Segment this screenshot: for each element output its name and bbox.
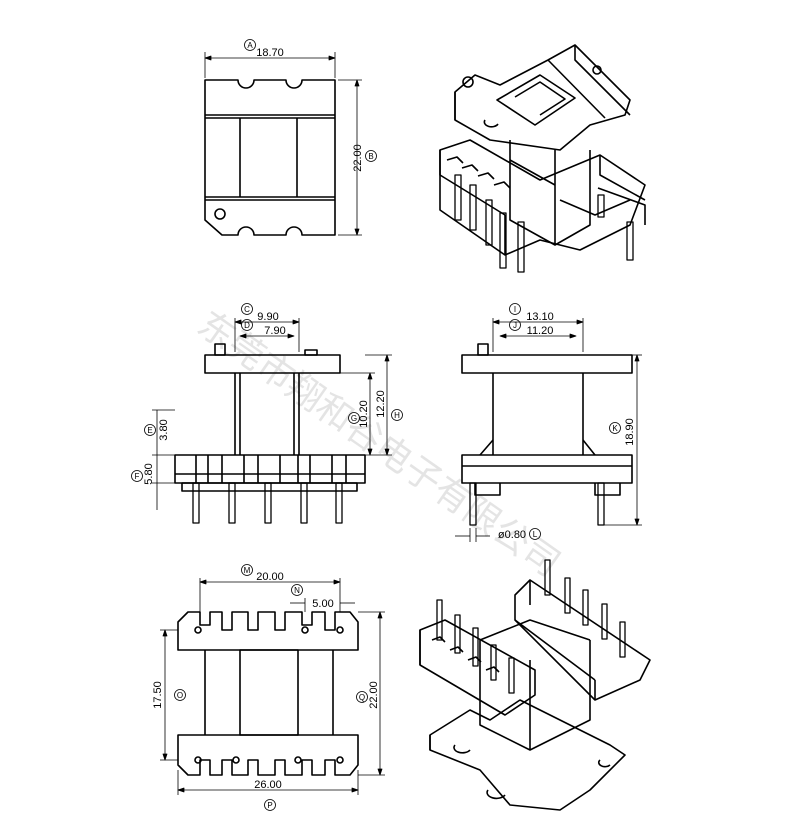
bubble-q: Q <box>359 693 365 702</box>
dim-side-inner: 11.20 <box>527 325 554 337</box>
watermark-text: 东莞市翔和谷电子有限公司 <box>190 304 567 585</box>
bubble-b: B <box>368 152 373 161</box>
dim-pin-span: 20.00 <box>256 571 284 583</box>
dim-flange-top: 3.80 <box>158 419 170 440</box>
bubble-g: G <box>351 414 357 423</box>
dim-outer-height: 12.20 <box>375 390 387 418</box>
bubble-p: P <box>267 801 272 810</box>
bottom-view: M 20.00 N 5.00 17.50 O 26.00 P Q 22.00 <box>152 564 385 811</box>
dim-pin-diameter: ø0.80 <box>498 529 526 541</box>
bubble-l: L <box>533 530 538 539</box>
front-view: C 9.90 D 7.90 E 3.80 F 5.80 G 10.20 12.2… <box>131 303 403 524</box>
dim-pitch-outer: 9.90 <box>257 311 278 323</box>
bubble-n: N <box>294 586 300 595</box>
bubble-i: I <box>514 305 516 314</box>
bubble-j: J <box>513 321 517 330</box>
dim-inner-height: 10.20 <box>358 400 370 428</box>
bubble-a: A <box>247 41 253 50</box>
bubble-c: C <box>244 305 250 314</box>
dim-base-width: 26.00 <box>254 779 282 791</box>
dim-top-height: 22.00 <box>352 144 364 172</box>
side-view: I 13.10 J 11.20 K 18.90 ø0.80 L <box>455 303 642 542</box>
iso-view-top <box>439 44 646 273</box>
dim-bottom-outer-height: 22.00 <box>368 681 380 709</box>
iso-view-bottom <box>419 559 651 811</box>
dim-top-width: 18.70 <box>256 47 284 59</box>
top-view: A 18.70 22.00 B <box>204 39 377 236</box>
bubble-e: E <box>147 426 152 435</box>
dim-bottom-inner-height: 17.50 <box>152 681 164 709</box>
bubble-k: K <box>612 424 618 433</box>
bubble-d: D <box>244 321 250 330</box>
bubble-m: M <box>244 566 251 575</box>
dim-side-height: 18.90 <box>624 418 636 446</box>
bubble-f: F <box>135 472 140 481</box>
bubble-h: H <box>394 411 400 420</box>
dim-pin-pitch: 5.00 <box>312 598 333 610</box>
dim-pitch-inner: 7.90 <box>264 325 285 337</box>
dim-side-outer: 13.10 <box>526 311 554 323</box>
bubble-o: O <box>177 691 183 700</box>
dim-base-height: 5.80 <box>143 463 155 484</box>
